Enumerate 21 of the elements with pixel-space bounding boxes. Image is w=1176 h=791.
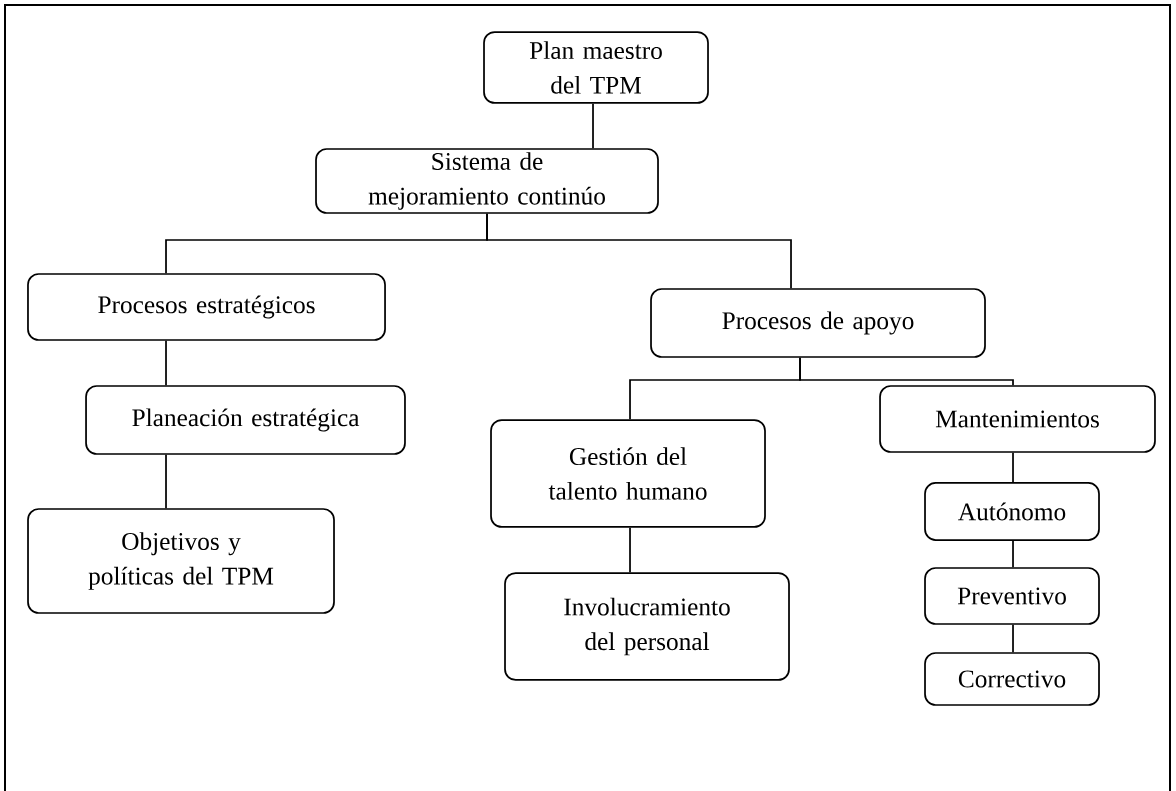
process-box: Involucramiento del personal bbox=[504, 572, 790, 681]
connector-line bbox=[1012, 452, 1014, 483]
process-box: Planeación estratégica bbox=[85, 385, 406, 455]
connector-line bbox=[629, 526, 631, 574]
process-box: Gestión del talento humano bbox=[490, 419, 766, 528]
process-box: Objetivos y políticas del TPM bbox=[27, 508, 335, 614]
connector-line bbox=[799, 357, 1014, 386]
connector-line bbox=[1012, 624, 1014, 653]
connector-line bbox=[592, 102, 594, 149]
process-box: Procesos de apoyo bbox=[650, 288, 986, 358]
connector-line bbox=[486, 213, 792, 289]
process-box: Autónomo bbox=[924, 482, 1100, 541]
process-box: Preventivo bbox=[924, 567, 1100, 625]
connector-line bbox=[165, 340, 167, 386]
process-box: Correctivo bbox=[924, 652, 1100, 706]
process-box: Sistema de mejoramiento continúo bbox=[315, 148, 659, 214]
process-box: Procesos estratégicos bbox=[27, 273, 386, 341]
process-box: Plan maestro del TPM bbox=[483, 31, 709, 104]
connector-line bbox=[165, 454, 167, 509]
connector-line bbox=[1012, 540, 1014, 568]
process-box: Mantenimientos bbox=[879, 385, 1156, 453]
